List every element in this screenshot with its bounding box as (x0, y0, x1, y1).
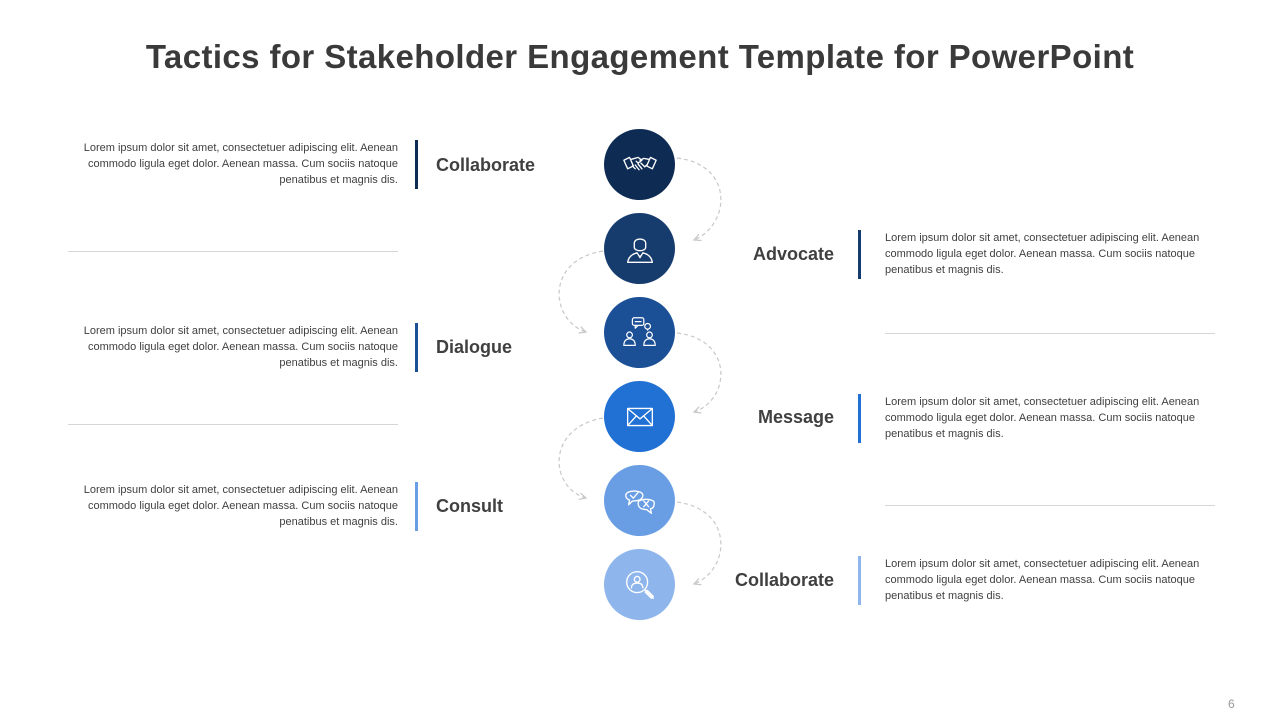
step-3-accent-bar (415, 323, 418, 372)
step-1-accent-bar (415, 140, 418, 189)
step-4-circle (604, 381, 675, 452)
step-4-label: Message (757, 407, 834, 427)
speech-bubbles-icon (624, 489, 655, 514)
step-3-label: Dialogue (436, 337, 513, 357)
step-6-description: Lorem ipsum dolor sit amet, consectetuer… (885, 558, 1200, 602)
person-icon (626, 237, 653, 263)
step-4-description: Lorem ipsum dolor sit amet, consectetuer… (885, 396, 1200, 440)
handshake-icon (622, 156, 657, 170)
step-2-label: Advocate (752, 244, 834, 264)
slide-title: Tactics for Stakeholder Engagement Templ… (145, 38, 1135, 75)
connector-4-5 (558, 417, 604, 498)
connector-2-3 (558, 250, 604, 332)
right-divider-1 (885, 333, 1215, 334)
step-3-description: Lorem ipsum dolor sit amet, consectetuer… (83, 325, 398, 369)
step-4-accent-bar (858, 394, 861, 443)
left-divider-1 (68, 251, 398, 252)
step-1-description: Lorem ipsum dolor sit amet, consectetuer… (83, 142, 398, 186)
step-2-circle (604, 213, 675, 284)
step-5-circle (604, 465, 675, 536)
connector-1-2 (676, 157, 722, 240)
step-6-circle (604, 549, 675, 620)
step-1-label: Collaborate (436, 155, 536, 175)
page-number: 6 (1228, 697, 1235, 711)
step-3-circle (604, 297, 675, 368)
envelope-icon (626, 407, 653, 426)
left-divider-2 (68, 424, 398, 425)
step-5-description: Lorem ipsum dolor sit amet, consectetuer… (83, 484, 398, 528)
step-6-accent-bar (858, 556, 861, 605)
step-2-description: Lorem ipsum dolor sit amet, consectetuer… (885, 232, 1200, 276)
connector-3-4 (676, 332, 722, 412)
magnifier-person-icon (625, 570, 654, 599)
step-2-accent-bar (858, 230, 861, 279)
step-5-label: Consult (436, 496, 503, 516)
step-6-label: Collaborate (734, 570, 834, 590)
step-5-accent-bar (415, 482, 418, 531)
group-chat-icon (622, 316, 656, 346)
right-divider-2 (885, 505, 1215, 506)
step-1-circle (604, 129, 675, 200)
